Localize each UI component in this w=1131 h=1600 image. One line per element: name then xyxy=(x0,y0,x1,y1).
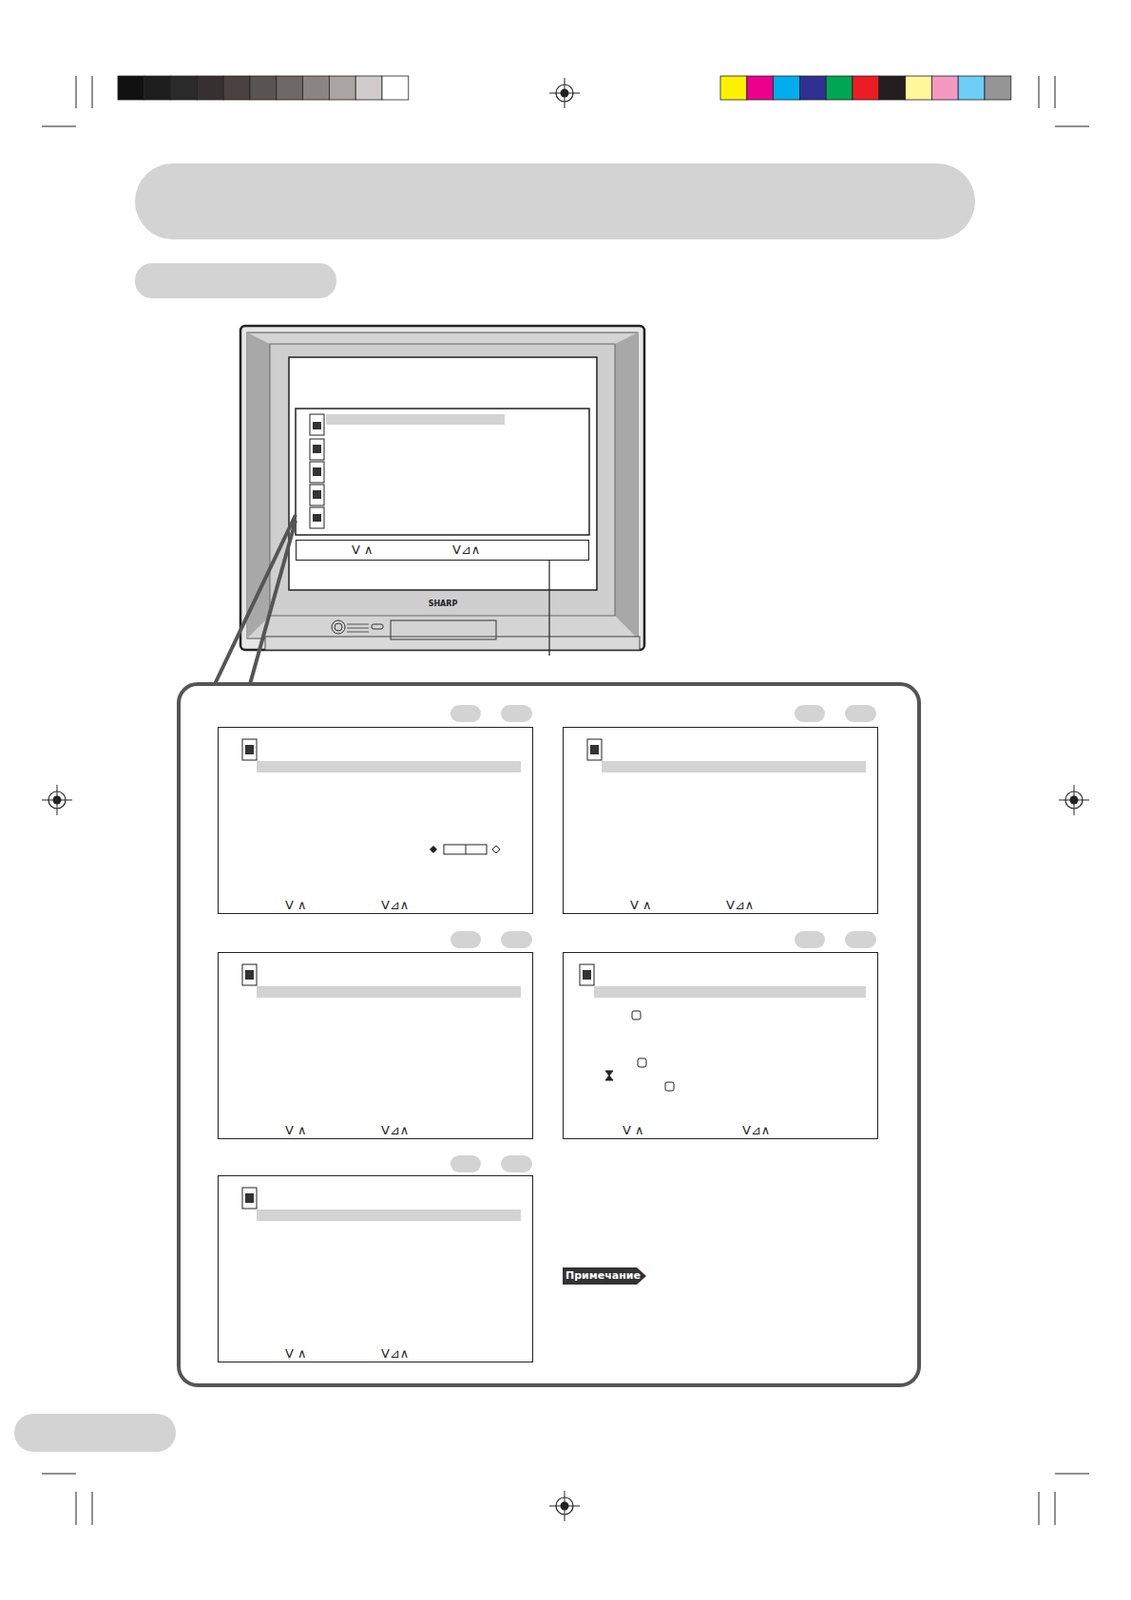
note-tag: Примечание xyxy=(562,1267,645,1285)
brand-logo: SHARP xyxy=(428,599,459,610)
nav-hint: V ∧ xyxy=(622,1123,645,1139)
nav-hint: V⊿∧ xyxy=(452,542,480,558)
submenu-screen: V ∧ V⊿∧ xyxy=(562,952,879,1140)
nav-hint: V⊿∧ xyxy=(742,1123,770,1139)
nav-hint: V ∧ xyxy=(285,1346,307,1362)
submenu-screen: V ∧ V⊿∧ xyxy=(217,1175,534,1363)
nav-hint: V ∧ xyxy=(630,898,652,914)
nav-hint: V⊿∧ xyxy=(726,898,754,914)
nav-hint: V ∧ xyxy=(351,542,374,558)
submenu-screen: V ∧ V⊿∧ xyxy=(217,952,534,1140)
nav-hint: V ∧ xyxy=(285,898,307,914)
submenu-screen: V ∧ V⊿∧ xyxy=(217,727,534,915)
nav-hint: V⊿∧ xyxy=(381,1123,409,1139)
menu-guide-bar: V ∧ V⊿∧ xyxy=(295,539,590,561)
nav-hint: V⊿∧ xyxy=(381,1346,409,1362)
nav-hint: V ∧ xyxy=(285,1123,307,1139)
note-label: Примечание xyxy=(565,1268,641,1284)
nav-hint: V⊿∧ xyxy=(381,898,409,914)
submenu-screen: V ∧ V⊿∧ xyxy=(562,727,879,915)
